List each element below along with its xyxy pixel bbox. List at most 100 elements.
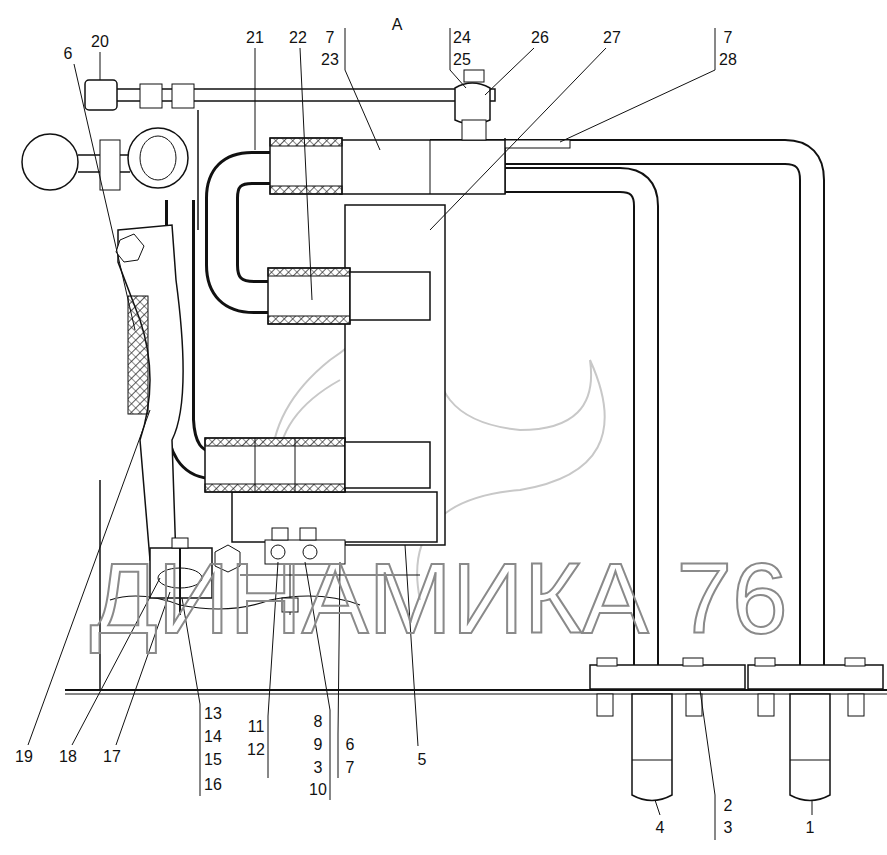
separator-line	[345, 28, 346, 70]
clamp-band	[270, 186, 342, 194]
tube-outline	[180, 200, 300, 465]
filter-base	[232, 492, 437, 542]
leader-line	[450, 70, 466, 88]
callout-number: 14	[204, 729, 222, 745]
bolt-head	[683, 658, 703, 666]
callout-number: 10	[309, 782, 327, 798]
union-nut	[455, 83, 490, 124]
manifold-joint	[430, 140, 431, 194]
clamp	[205, 138, 430, 492]
bolt-nut	[597, 694, 613, 716]
bolt-hex	[116, 234, 144, 262]
callout-number: 3	[314, 760, 323, 776]
clamp-line	[255, 438, 256, 492]
callout-number: 23	[321, 52, 339, 68]
bolt-head	[272, 528, 288, 540]
leader-line	[300, 48, 312, 300]
clamp-body	[205, 438, 345, 492]
callout-number: 4	[656, 820, 665, 836]
callout-number: 28	[719, 52, 737, 68]
callout-number: A	[392, 17, 403, 33]
separator-line	[330, 710, 331, 800]
callout-number: 2	[724, 798, 733, 814]
bolt-head	[172, 538, 188, 548]
leader-line	[74, 64, 135, 330]
callout-number: 13	[204, 706, 222, 722]
callout-number: 9	[314, 737, 323, 753]
callout-number: 5	[418, 752, 427, 768]
callout-number: 12	[247, 742, 265, 758]
separator-line	[268, 716, 269, 778]
callout-number: 20	[91, 34, 109, 50]
fitting-line	[632, 760, 672, 761]
separator-line	[450, 28, 451, 70]
callout-number: 11	[248, 719, 265, 735]
leader-line	[485, 48, 534, 95]
callout-number: 7	[724, 30, 733, 46]
flange	[748, 665, 883, 689]
bolt-head	[755, 658, 775, 666]
leader-line	[345, 70, 380, 150]
leader-lines	[28, 28, 812, 840]
callout-number: 7	[346, 760, 355, 776]
callout-number: 1	[806, 820, 815, 836]
sensor	[85, 80, 117, 110]
clamp-band	[270, 138, 342, 146]
bolt-nut	[758, 694, 774, 716]
leader-line	[100, 52, 101, 80]
valve-inner	[140, 136, 176, 180]
clamp-body	[350, 272, 430, 320]
callout-number: 6	[64, 46, 73, 62]
callout-number: 26	[531, 30, 549, 46]
watermark: ДИНАМИКА 76	[90, 548, 788, 648]
bolt-head	[597, 658, 617, 666]
callout-number: 21	[246, 30, 264, 46]
clamp-body	[345, 442, 430, 488]
callout-number: 25	[453, 52, 471, 68]
flange	[590, 665, 745, 689]
leader-line	[812, 800, 813, 815]
handwheel	[22, 134, 78, 190]
bolt-nut	[686, 694, 702, 716]
pipe-line	[197, 110, 199, 230]
callout-number: 8	[314, 714, 323, 730]
callout-number: 22	[289, 30, 307, 46]
valve-head	[128, 128, 188, 188]
clamp-body	[268, 268, 350, 324]
leader-line	[430, 48, 606, 230]
separator-line	[715, 795, 716, 840]
bolt-nut	[848, 694, 864, 716]
clamp-band	[268, 268, 350, 276]
fitting	[632, 694, 672, 801]
clamp-line	[295, 438, 296, 492]
fitting	[790, 694, 830, 801]
valve-body	[100, 140, 120, 190]
bolt-head	[300, 528, 316, 540]
tee-fitting	[140, 84, 162, 108]
callout-number: 19	[15, 749, 33, 765]
leader-line	[560, 70, 715, 142]
bolt-head	[464, 70, 484, 82]
clamp-band	[268, 316, 350, 324]
callout-number: 27	[603, 30, 621, 46]
leader-line	[655, 800, 660, 815]
tube-inner	[180, 200, 300, 465]
callout-number: 17	[103, 749, 121, 765]
leader-line	[255, 48, 256, 150]
callout-number: 15	[204, 752, 222, 768]
clamp-band	[205, 484, 345, 492]
callout-number: 6	[346, 737, 355, 753]
callout-number: 3	[724, 820, 733, 836]
callout-number: 7	[326, 30, 335, 46]
callout-number: 16	[204, 777, 222, 793]
fitting-line	[790, 760, 830, 761]
callout-number: 24	[453, 30, 471, 46]
callout-number: 18	[59, 749, 77, 765]
separator-line	[338, 734, 339, 778]
tee-fitting	[172, 84, 194, 108]
separator-line	[200, 704, 201, 796]
leader-line	[700, 690, 715, 795]
